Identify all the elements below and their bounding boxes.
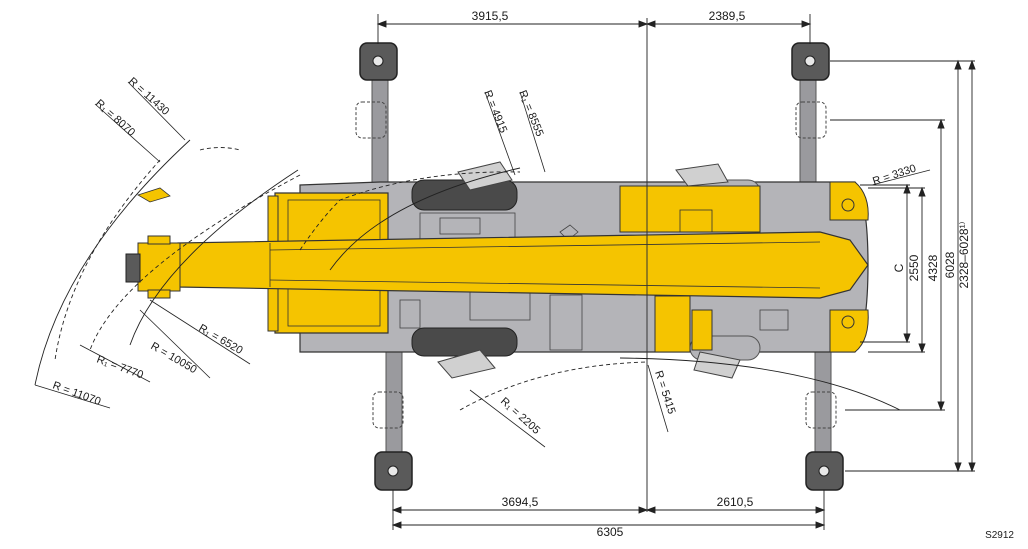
steered-wheels xyxy=(437,161,741,379)
radius-r1-8070: R₁ = 8070 xyxy=(93,97,137,138)
operator-cab xyxy=(654,295,691,353)
dim-bottom-total: 6305 xyxy=(597,525,624,539)
dim-width-2550: 2550 xyxy=(907,254,921,281)
hook-block-ghost xyxy=(137,187,171,203)
dim-bottom-right: 2610,5 xyxy=(717,495,754,509)
dim-width-c: C xyxy=(892,263,906,272)
drawing-code: S2912 xyxy=(985,530,1014,541)
radius-r-4915: R = 4915 xyxy=(481,89,509,135)
dim-bottom-left: 3694,5 xyxy=(502,495,539,509)
bottom-dimension-lines xyxy=(391,490,826,530)
dim-top-right: 2389,5 xyxy=(709,9,746,23)
dim-width-6028: 6028 xyxy=(943,251,957,278)
turning-radius-arcs xyxy=(34,139,901,411)
radius-r-3330: R = 3330 xyxy=(871,163,917,188)
top-dimension-lines xyxy=(376,14,812,44)
radius-r1-8555: R₁ = 8555 xyxy=(516,89,545,139)
radius-r-11430: R = 11430 xyxy=(126,75,171,118)
outrigger-beams xyxy=(371,59,832,471)
radius-r1-6520: R₁ = 6520 xyxy=(197,322,245,357)
chassis-details xyxy=(399,212,789,351)
boom-head xyxy=(125,235,181,299)
dim-top-left: 3915,5 xyxy=(472,9,509,23)
boom xyxy=(177,231,869,299)
radius-r1-7770: R₁ = 7770 xyxy=(95,354,145,382)
radius-leaders xyxy=(34,81,931,448)
rear-outrigger-box xyxy=(829,181,869,221)
right-dimension-lines xyxy=(830,59,976,473)
superstructure xyxy=(619,185,761,233)
radius-r-10050: R = 10050 xyxy=(149,340,199,376)
dim-width-4328: 4328 xyxy=(926,254,940,281)
dim-width-range: 2328–6028¹⁾ xyxy=(957,221,971,288)
radius-r-11070: R = 11070 xyxy=(51,380,102,408)
